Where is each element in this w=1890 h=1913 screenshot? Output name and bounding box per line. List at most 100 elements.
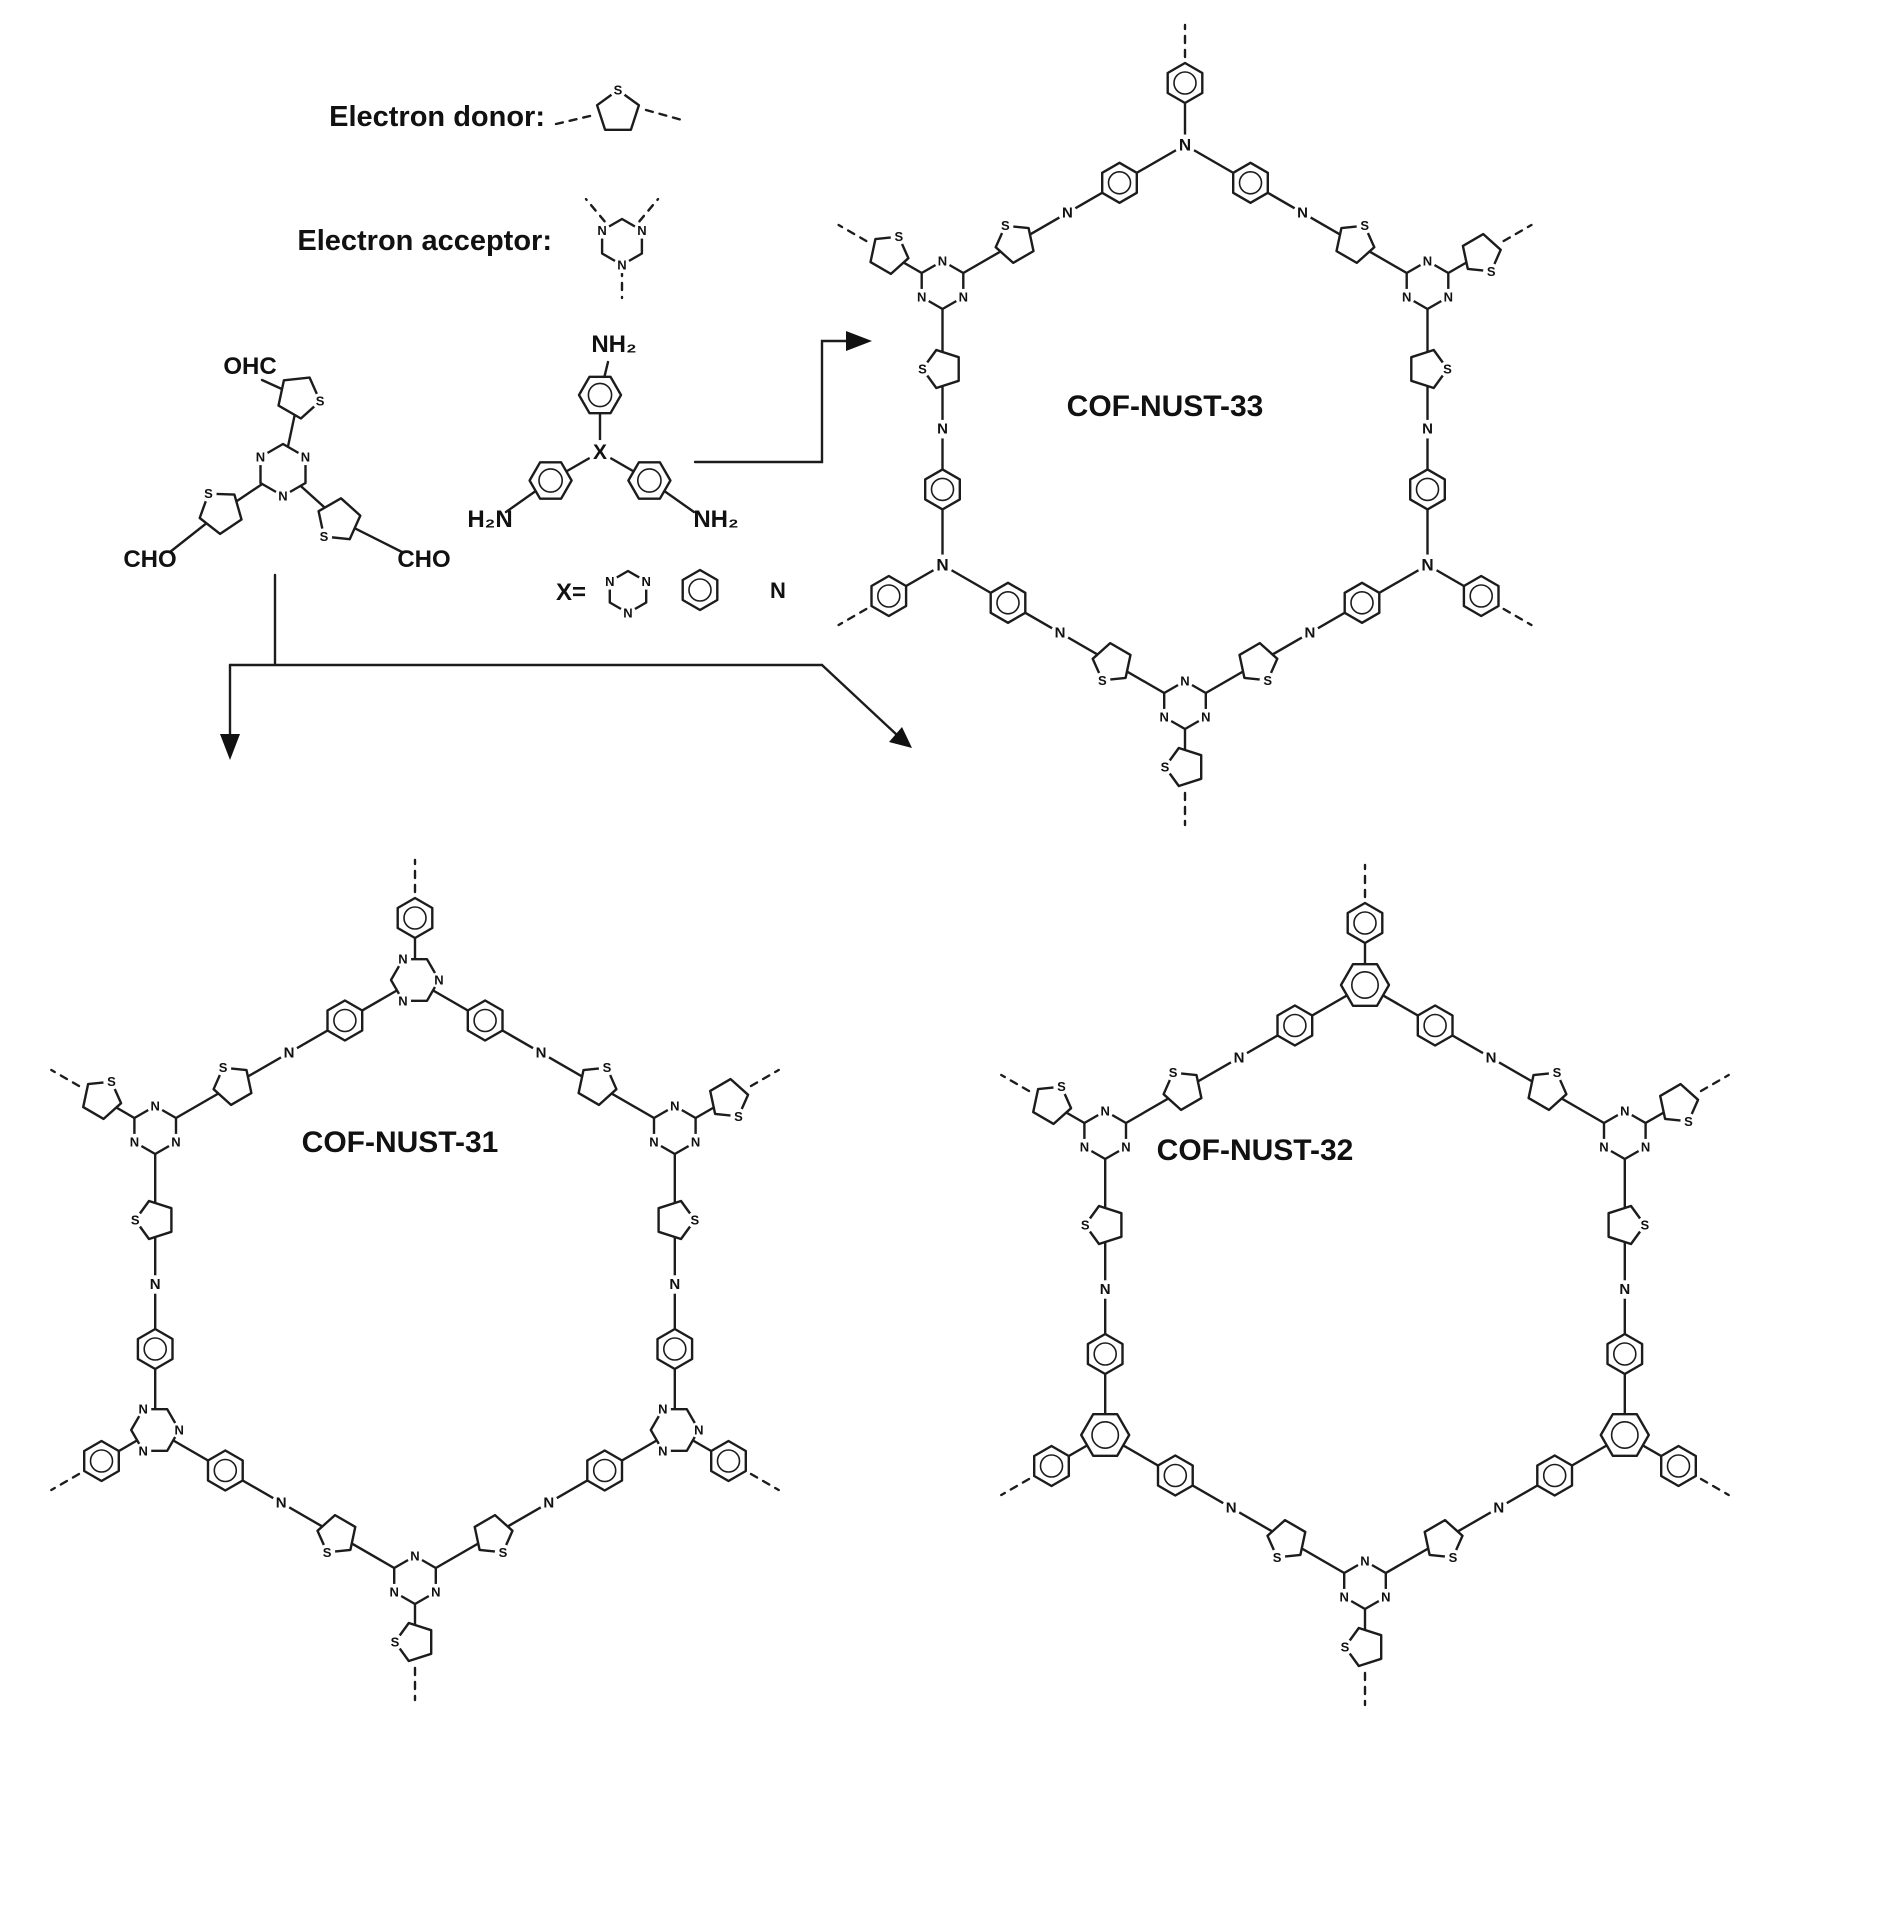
arrowhead-to-cof31 [220, 734, 240, 760]
atom-halo [730, 1108, 747, 1125]
ring-triazine: NNN [1595, 1102, 1654, 1161]
atom-label-N: N [151, 1099, 160, 1114]
thiophene-outline [316, 1513, 357, 1554]
atom-halo [1095, 1280, 1115, 1299]
atom-label-S: S [603, 1060, 612, 1075]
atom-halo [494, 1544, 511, 1561]
benzene-outline [1462, 574, 1500, 618]
atom-halo [1418, 419, 1437, 439]
ring-thiophene: S [1077, 1204, 1123, 1246]
atom-label-N: N [1101, 1104, 1110, 1119]
atom-halo [1094, 672, 1111, 689]
ring-benzene [1599, 1412, 1651, 1458]
ring-thiophene: S [198, 485, 243, 536]
atom-halo [1076, 1138, 1093, 1156]
benzene-outline [870, 574, 908, 618]
atom-label-S: S [1553, 1065, 1562, 1080]
atom-halo [690, 1421, 707, 1439]
atom-label-S: S [1684, 1114, 1693, 1129]
atom-halo [386, 1633, 404, 1651]
thiophene-outline [1238, 641, 1279, 682]
thiophene-outline [1163, 746, 1203, 788]
ring-benzene [326, 999, 364, 1042]
atom-label-N: N [658, 1402, 667, 1417]
benzene-outline [1346, 901, 1384, 945]
atom-halo [427, 1583, 444, 1601]
atom-label-N: N [410, 1549, 419, 1564]
ring-thiophene: S [1527, 1064, 1568, 1112]
atom-halo [997, 217, 1014, 234]
x-option-n-label: N [770, 578, 786, 603]
ring-benzene [396, 896, 434, 940]
ring-thiophene: S [657, 1199, 703, 1241]
atom-label-N: N [597, 223, 606, 238]
atom-label-N: N [1620, 1104, 1629, 1119]
ring-thiophene: S [277, 376, 329, 420]
atom-halo [1053, 1078, 1070, 1095]
benzene-outline [1166, 61, 1204, 105]
atom-label-S: S [1360, 218, 1369, 233]
atom-halo [200, 485, 217, 502]
legend-acceptor-glyph: NNN [584, 197, 660, 300]
thiophene-outline [277, 376, 322, 420]
atom-halo [1058, 203, 1077, 223]
benzene-inner-circle [592, 1458, 617, 1483]
atom-label-N: N [139, 1402, 148, 1417]
atom-halo [1174, 134, 1196, 156]
atom-label-N: N [694, 1423, 703, 1438]
ring-benzene [1606, 1332, 1644, 1376]
atom-label-N: N [959, 290, 968, 305]
imine-nitrogen: N [1297, 204, 1308, 221]
thiophene-outline [709, 1077, 750, 1118]
arrow-to-cof32 [820, 663, 899, 737]
atom-halo [1417, 554, 1438, 576]
benzene-inner-circle [1666, 1454, 1691, 1478]
atom-label-S: S [614, 83, 623, 98]
ring-benzene [989, 581, 1027, 624]
electron-acceptor-label: Electron acceptor: [297, 225, 552, 257]
ring-benzene [1346, 901, 1384, 945]
atom-halo [1259, 672, 1276, 689]
atom-label-N: N [1444, 290, 1453, 305]
ring-triazine: NNN [1336, 1552, 1394, 1611]
framework-extension-dashes [1502, 223, 1533, 243]
thiophene-outline [1091, 641, 1132, 682]
benzene-inner-circle [1353, 911, 1377, 935]
benzene-inner-circle [688, 578, 712, 602]
ring-thiophene: S [595, 81, 641, 132]
ring-thiophene: S [127, 1199, 173, 1241]
benzene-inner-circle [213, 1458, 238, 1483]
atom-label-N: N [1360, 1554, 1369, 1569]
imine-nitrogen: N [284, 1044, 295, 1061]
thiophene-outline [1607, 1204, 1647, 1246]
aldehyde-ohc-label: OHC [223, 353, 276, 380]
atom-label-N: N [691, 1135, 700, 1150]
atom-label-S: S [1443, 362, 1452, 377]
framework-extension-dashes [749, 1472, 780, 1492]
benzene-outline [528, 461, 573, 500]
ring-thiophene: S [386, 1621, 433, 1663]
atom-halo [1356, 217, 1373, 234]
ring-benzene [528, 461, 573, 500]
atom-label-S: S [1487, 264, 1496, 279]
benzene-inner-circle [143, 1337, 167, 1361]
ring-benzene [1339, 963, 1391, 1007]
atom-halo [274, 487, 292, 505]
ring-benzene [1032, 1444, 1071, 1488]
imine-nitrogen: N [1055, 624, 1066, 641]
ring-thiophene: S [869, 228, 910, 276]
benzene-inner-circle [1415, 477, 1440, 502]
ring-benzene [710, 1439, 747, 1483]
ring-benzene [586, 1449, 624, 1492]
ring-benzene [1416, 1004, 1454, 1047]
thiophene-outline [133, 1199, 173, 1241]
thiophene-outline [1343, 1626, 1383, 1668]
atom-halo [315, 528, 333, 545]
atom-halo [1616, 1102, 1633, 1120]
benzene-outline [627, 461, 672, 500]
atom-halo [1197, 708, 1214, 726]
atom-label-N: N [139, 1443, 148, 1458]
